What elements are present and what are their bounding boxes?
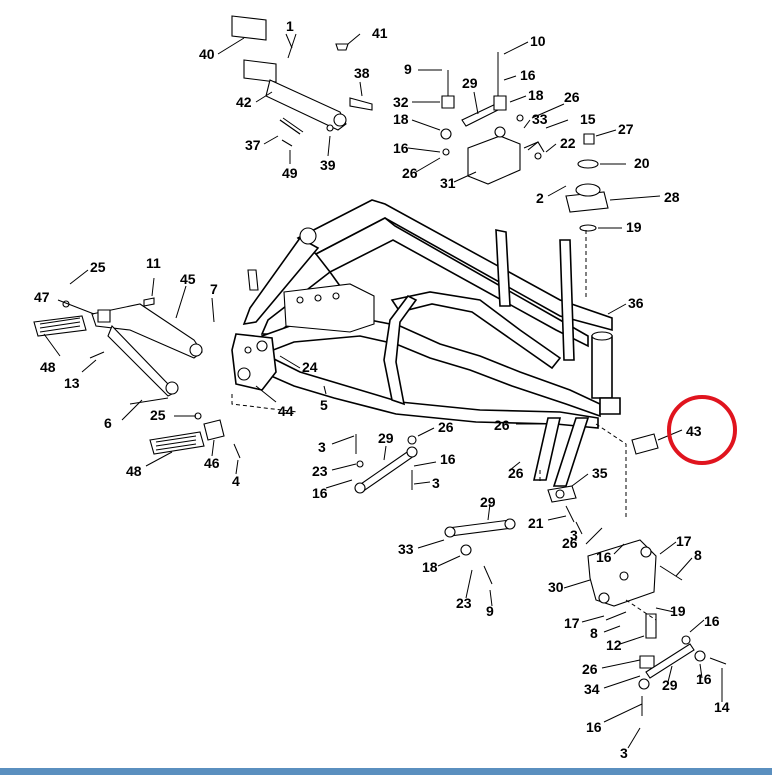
callout-label: 13 xyxy=(64,375,80,391)
callout-label: 16 xyxy=(393,140,409,156)
callout-label: 27 xyxy=(618,121,634,137)
callout-label: 25 xyxy=(90,259,106,275)
callout-label: 24 xyxy=(302,359,318,375)
callout-label: 33 xyxy=(398,541,414,557)
callout-label: 18 xyxy=(422,559,438,575)
callout-label: 21 xyxy=(528,515,544,531)
callout-label: 26 xyxy=(508,465,524,481)
callout-label: 37 xyxy=(245,137,261,153)
callout-label: 5 xyxy=(320,397,328,413)
callout-label: 22 xyxy=(560,135,576,151)
callout-label: 16 xyxy=(312,485,328,501)
callout-label: 25 xyxy=(150,407,166,423)
callout-label: 3 xyxy=(318,439,326,455)
callout-label: 8 xyxy=(694,547,702,563)
callout-label: 23 xyxy=(312,463,328,479)
callout-label: 11 xyxy=(146,255,161,271)
callout-label: 42 xyxy=(236,94,252,110)
callout-label: 1 xyxy=(286,18,294,34)
callout-labels: 1 41 40 38 42 37 39 49 10 9 16 32 29 18 … xyxy=(34,18,737,761)
callout-label: 46 xyxy=(204,455,220,471)
callout-label: 26 xyxy=(564,89,580,105)
callout-label: 34 xyxy=(584,681,600,697)
callout-label: 16 xyxy=(696,671,712,687)
callout-label: 44 xyxy=(278,403,294,419)
callout-label: 3 xyxy=(570,527,578,543)
callout-label: 33 xyxy=(532,111,548,127)
callout-label: 47 xyxy=(34,289,50,305)
callout-label: 10 xyxy=(530,33,546,49)
callout-label: 23 xyxy=(456,595,472,611)
callout-label: 26 xyxy=(582,661,598,677)
callout-label: 14 xyxy=(714,699,730,715)
callout-label: 16 xyxy=(440,451,456,467)
callout-label: 28 xyxy=(664,189,680,205)
callout-label: 48 xyxy=(126,463,142,479)
callout-label: 17 xyxy=(676,533,692,549)
callout-label: 3 xyxy=(432,475,440,491)
callout-label: 16 xyxy=(586,719,602,735)
parts xyxy=(33,15,727,716)
callout-label: 15 xyxy=(580,111,596,127)
callout-label: 18 xyxy=(393,111,409,127)
callout-label: 26 xyxy=(494,417,510,433)
callout-label: 36 xyxy=(628,295,644,311)
callout-label: 16 xyxy=(704,613,720,629)
callout-label: 7 xyxy=(210,281,218,297)
callout-label: 40 xyxy=(199,46,215,62)
callout-label: 48 xyxy=(40,359,56,375)
callout-label: 17 xyxy=(564,615,580,631)
callout-label: 18 xyxy=(528,87,544,103)
callout-label: 29 xyxy=(378,430,394,446)
callout-label: 29 xyxy=(462,75,478,91)
callout-label: 6 xyxy=(104,415,112,431)
callout-label: 8 xyxy=(590,625,598,641)
callout-label: 12 xyxy=(606,637,622,653)
callout-label: 30 xyxy=(548,579,564,595)
callout-label: 29 xyxy=(480,494,496,510)
callout-label: 45 xyxy=(180,271,196,287)
highlight-circle xyxy=(667,395,737,465)
callout-label: 19 xyxy=(626,219,642,235)
callout-label: 16 xyxy=(596,549,612,565)
callout-label: 39 xyxy=(320,157,336,173)
leader-lines xyxy=(43,33,723,749)
callout-label: 19 xyxy=(670,603,686,619)
callout-label: 4 xyxy=(232,473,240,489)
callout-label: 9 xyxy=(486,603,494,619)
highlight-label: 43 xyxy=(686,423,702,439)
callout-label: 26 xyxy=(562,535,578,551)
callout-label: 20 xyxy=(634,155,650,171)
callout-label: 49 xyxy=(282,165,298,181)
callout-label: 38 xyxy=(354,65,370,81)
callout-label: 2 xyxy=(536,190,544,206)
callout-label: 35 xyxy=(592,465,608,481)
callout-label: 29 xyxy=(662,677,678,693)
callout-label: 32 xyxy=(393,94,409,110)
bottom-scrollbar-strip xyxy=(0,768,772,775)
callout-label: 3 xyxy=(620,745,628,761)
callout-label: 9 xyxy=(404,61,412,77)
callout-label: 41 xyxy=(372,25,388,41)
main-frame xyxy=(231,199,621,487)
callout-label: 26 xyxy=(438,419,454,435)
callout-label: 16 xyxy=(520,67,536,83)
callout-label: 31 xyxy=(440,175,456,191)
callout-label: 26 xyxy=(402,165,418,181)
